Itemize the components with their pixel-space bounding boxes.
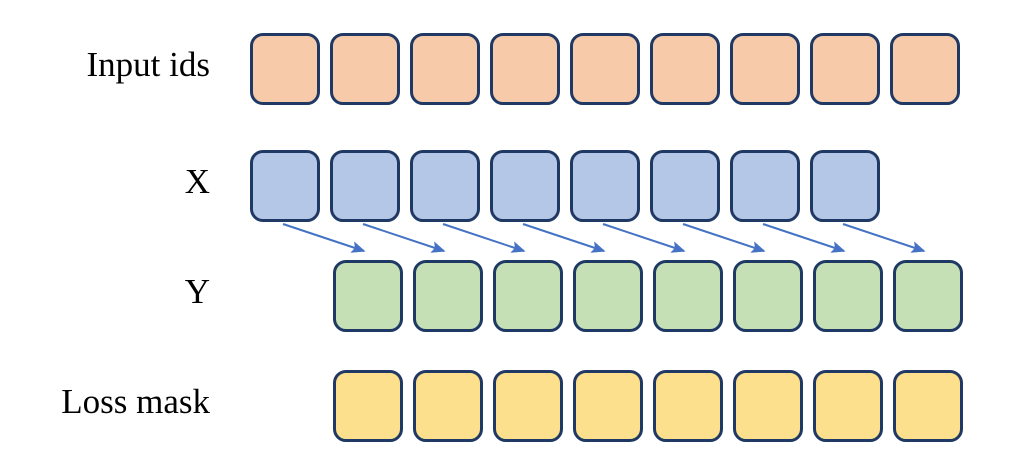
cell-input-ids-6	[730, 33, 800, 105]
cell-loss-mask-1	[413, 370, 483, 442]
cell-input-ids-0	[250, 33, 320, 105]
shift-arrow-4	[602, 223, 686, 253]
cell-loss-mask-0	[333, 370, 403, 442]
cell-input-ids-1	[330, 33, 400, 105]
shift-arrow-2	[442, 223, 526, 253]
row-label-loss-mask: Loss mask	[61, 382, 210, 422]
cell-x-5	[650, 150, 720, 222]
cell-input-ids-5	[650, 33, 720, 105]
cell-x-6	[730, 150, 800, 222]
cell-y-1	[413, 260, 483, 332]
shift-arrow-5	[682, 223, 766, 253]
cell-loss-mask-5	[733, 370, 803, 442]
cell-y-4	[653, 260, 723, 332]
row-label-x: X	[184, 162, 210, 202]
cell-y-2	[493, 260, 563, 332]
cell-x-7	[810, 150, 880, 222]
shift-arrow-3	[522, 223, 606, 253]
shift-arrow-0	[282, 223, 366, 253]
shift-arrow-7	[842, 223, 926, 253]
cell-x-3	[490, 150, 560, 222]
cell-y-7	[893, 260, 963, 332]
cell-input-ids-3	[490, 33, 560, 105]
cell-input-ids-2	[410, 33, 480, 105]
cell-loss-mask-7	[893, 370, 963, 442]
cell-y-6	[813, 260, 883, 332]
cell-x-0	[250, 150, 320, 222]
cell-input-ids-8	[890, 33, 960, 105]
cell-loss-mask-6	[813, 370, 883, 442]
cell-loss-mask-2	[493, 370, 563, 442]
cell-loss-mask-4	[653, 370, 723, 442]
row-label-input-ids: Input ids	[86, 45, 210, 85]
shift-arrow-6	[762, 223, 846, 253]
cell-y-5	[733, 260, 803, 332]
cell-x-1	[330, 150, 400, 222]
cell-input-ids-4	[570, 33, 640, 105]
cell-x-2	[410, 150, 480, 222]
row-label-y: Y	[184, 272, 210, 312]
cell-y-3	[573, 260, 643, 332]
shift-arrow-1	[362, 223, 446, 253]
cell-input-ids-7	[810, 33, 880, 105]
cell-x-4	[570, 150, 640, 222]
cell-y-0	[333, 260, 403, 332]
cell-loss-mask-3	[573, 370, 643, 442]
